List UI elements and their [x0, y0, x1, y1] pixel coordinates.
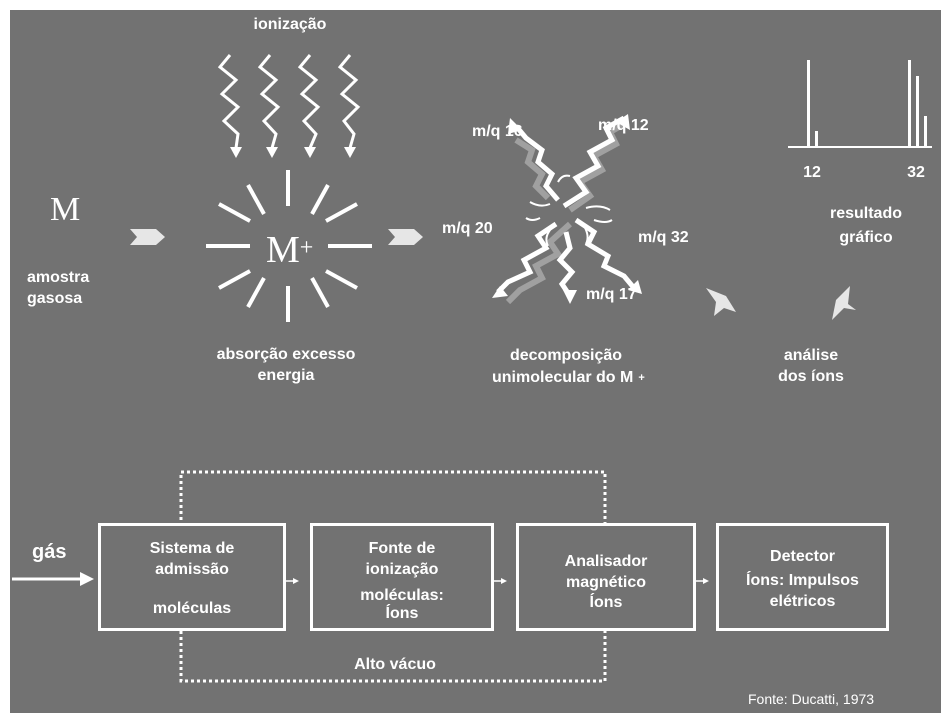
analyzer-box-line3: Íons — [589, 594, 623, 611]
molecule-symbol: M — [50, 191, 81, 228]
chevron-arrow-1 — [130, 229, 165, 245]
spectrum-peak-32 — [908, 60, 911, 148]
admission-box-line1: Sistema de — [149, 540, 235, 557]
detector-box: Detector Íons: Impulsos elétricos — [716, 523, 889, 631]
ionization-label: ionização — [253, 16, 327, 33]
ionization-arrowheads — [230, 147, 356, 158]
detector-box-line2: Íons: Impulsos — [746, 572, 859, 589]
analyzer-box-line2: magnético — [565, 574, 646, 591]
chevron-arrow-3 — [706, 288, 736, 316]
admission-box-line3: moléculas — [152, 600, 232, 617]
ionization-ray-4 — [337, 54, 361, 149]
analysis-label-line2: dos íons — [778, 368, 844, 385]
diagram-canvas: Sistema de admissão moléculas Fonte de i… — [10, 10, 941, 713]
ionization-source-box: Fonte de ionização moléculas: Íons — [310, 523, 494, 631]
absorption-label-line1: absorção excesso — [216, 346, 356, 363]
analyzer-box-line1: Analisador — [564, 553, 648, 570]
sample-label-line1: amostra — [27, 269, 90, 286]
diagram-graphics — [12, 54, 932, 683]
absorption-label-line2: energia — [257, 367, 315, 384]
source-box-line1: Fonte de — [368, 540, 436, 557]
result-label-line2: gráfico — [839, 229, 893, 246]
ionization-rays — [217, 54, 361, 149]
spectrum-tick-12: 12 — [803, 164, 821, 181]
ion-charge: + — [299, 235, 314, 261]
decomposition-text: unimolecular do M — [492, 369, 634, 386]
ionization-ray-1 — [217, 54, 241, 149]
vacuum-label: Alto vácuo — [354, 656, 436, 673]
source-citation: Fonte: Ducatti, 1973 — [748, 691, 875, 707]
ion-symbol: M+ — [266, 228, 313, 272]
spectrum-peak-12 — [807, 60, 810, 148]
analysis-label-line1: análise — [783, 347, 839, 364]
spectrum-peak-34 — [924, 116, 927, 148]
sample-label-line2: gasosa — [27, 290, 83, 307]
fragmentation-burst — [492, 114, 642, 305]
fragment-label-20: m/q 20 — [442, 220, 493, 237]
connector-arrows — [286, 578, 709, 584]
ionization-ray-2 — [257, 54, 281, 149]
source-box-line4: Íons — [385, 605, 419, 622]
fragment-label-17: m/q 17 — [586, 286, 637, 303]
decomposition-charge: + — [638, 372, 645, 384]
detector-box-line1: Detector — [770, 548, 835, 565]
energy-burst — [206, 170, 372, 322]
fragment-label-12: m/q 12 — [598, 117, 649, 134]
fragment-label-32: m/q 32 — [638, 229, 689, 246]
spectrum-peak-33 — [916, 76, 919, 148]
result-label-line1: resultado — [829, 205, 902, 222]
decomposition-label-line2: unimolecular do M + — [492, 367, 645, 389]
detector-box-line3: elétricos — [769, 593, 836, 610]
admission-box-line2: admissão — [155, 561, 229, 578]
decomposition-label-line1: decomposição — [509, 347, 623, 364]
admission-system-box: Sistema de admissão moléculas — [98, 523, 286, 631]
mass-spectrum — [788, 60, 932, 148]
magnetic-analyzer-box: Analisador magnético Íons — [516, 523, 696, 631]
source-box-line3: moléculas: — [360, 587, 444, 604]
ionization-ray-3 — [297, 54, 321, 149]
gas-input-arrow — [12, 572, 94, 586]
ion-letter: M — [266, 229, 300, 271]
chevron-arrow-4 — [832, 286, 856, 320]
source-box-line2: ionização — [365, 561, 439, 578]
spectrum-peak-13 — [815, 131, 818, 148]
spectrum-tick-32: 32 — [907, 164, 925, 181]
fragment-label-16: m/q 16 — [472, 123, 523, 140]
gas-input-label: gás — [32, 541, 67, 563]
chevron-arrow-2 — [388, 229, 423, 245]
